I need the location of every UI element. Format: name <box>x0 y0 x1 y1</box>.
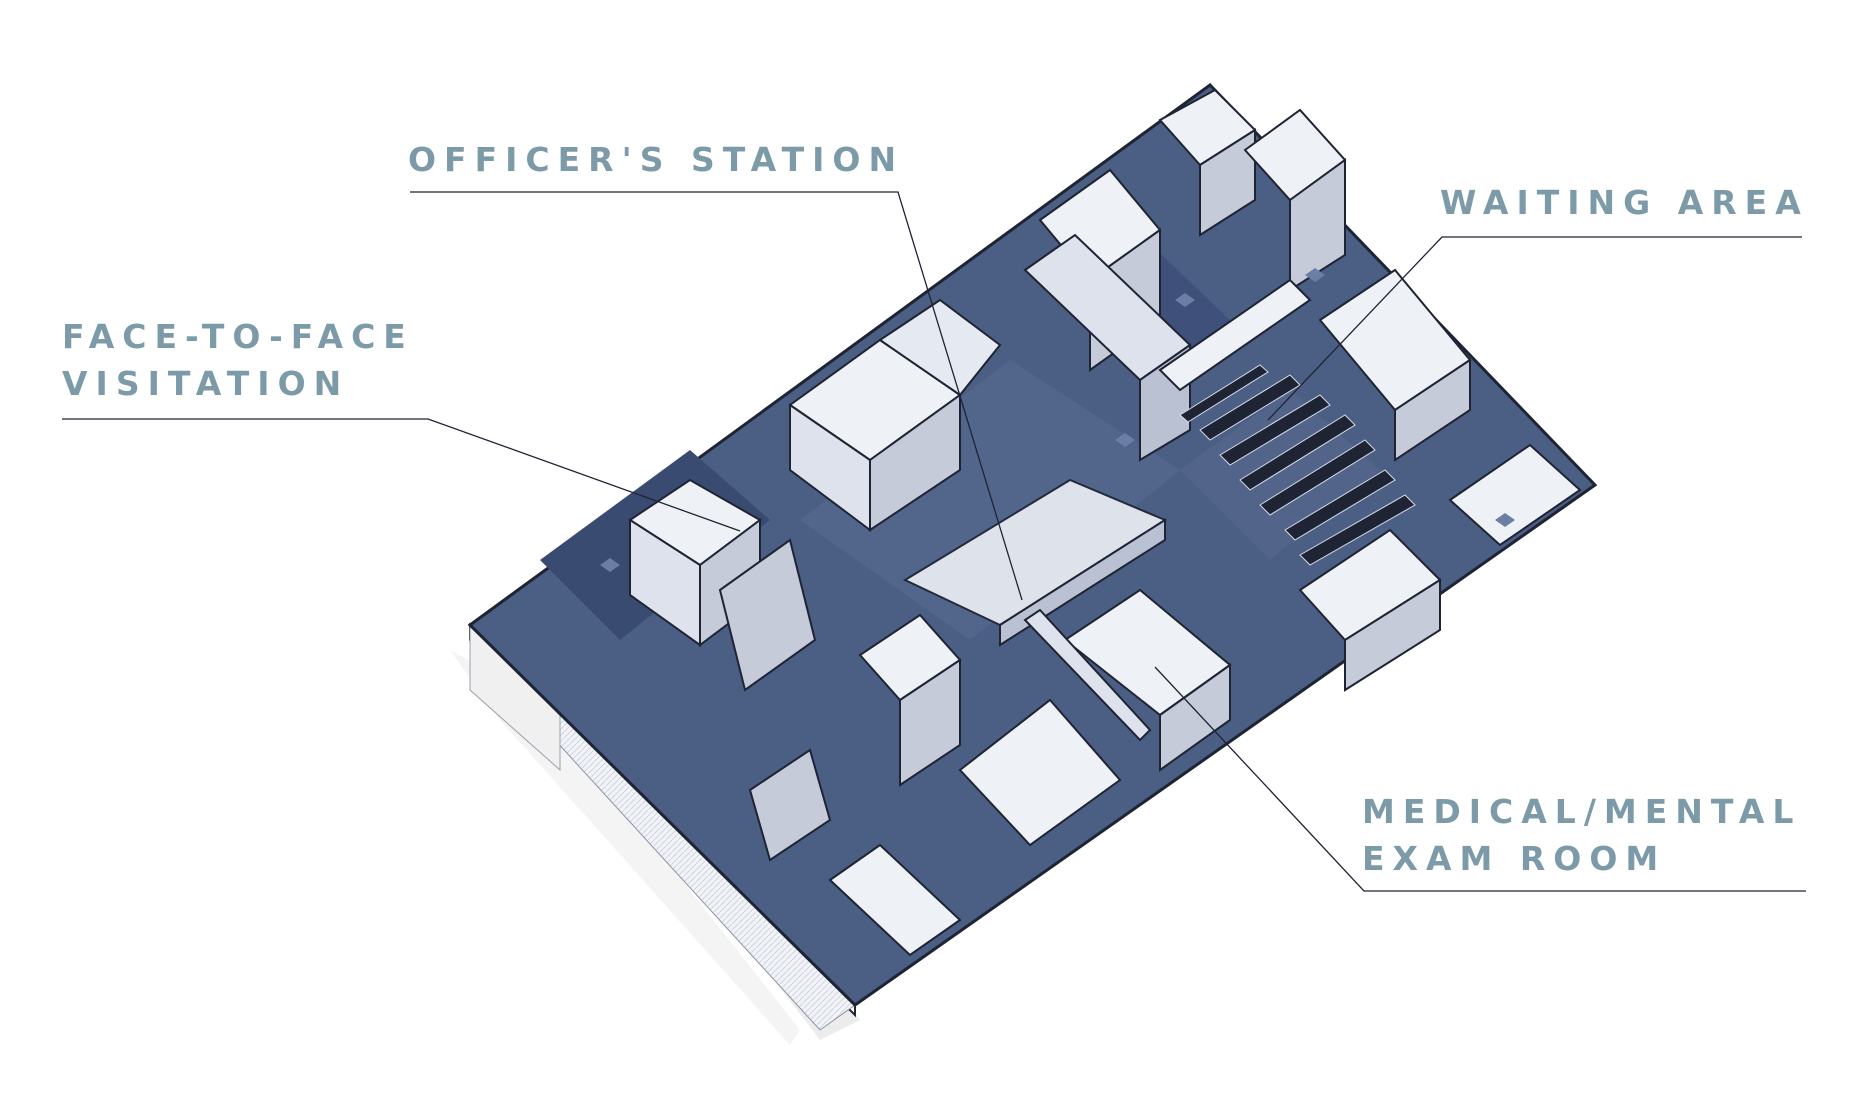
waiting-seating <box>1179 364 1416 566</box>
label-medical-mental-exam-room: MEDICAL/MENTAL EXAM ROOM <box>1362 788 1801 882</box>
leader-face-to-face <box>62 418 741 532</box>
leader-officers-station <box>410 191 1023 601</box>
label-face-to-face-visitation: FACE-TO-FACE VISITATION <box>62 313 414 407</box>
floor-light-patch <box>800 360 1180 640</box>
label-waiting-area-line-1: WAITING AREA <box>1440 183 1809 222</box>
rooms <box>628 88 1582 957</box>
floor-marks <box>600 268 1515 572</box>
leader-lines <box>62 191 1806 892</box>
label-officers-station-line-1: OFFICER'S STATION <box>408 140 905 179</box>
label-officers-station: OFFICER'S STATION <box>408 136 904 183</box>
leader-medical-exam <box>1154 666 1806 892</box>
label-waiting-area: WAITING AREA <box>1440 179 1809 226</box>
label-medical-exam-line-1: MEDICAL/MENTAL <box>1362 792 1802 831</box>
label-face-to-face-line-2: VISITATION <box>62 364 350 403</box>
label-face-to-face-line-1: FACE-TO-FACE <box>62 317 414 356</box>
leader-waiting-area <box>1267 236 1802 421</box>
label-medical-exam-line-2: EXAM ROOM <box>1362 839 1667 878</box>
